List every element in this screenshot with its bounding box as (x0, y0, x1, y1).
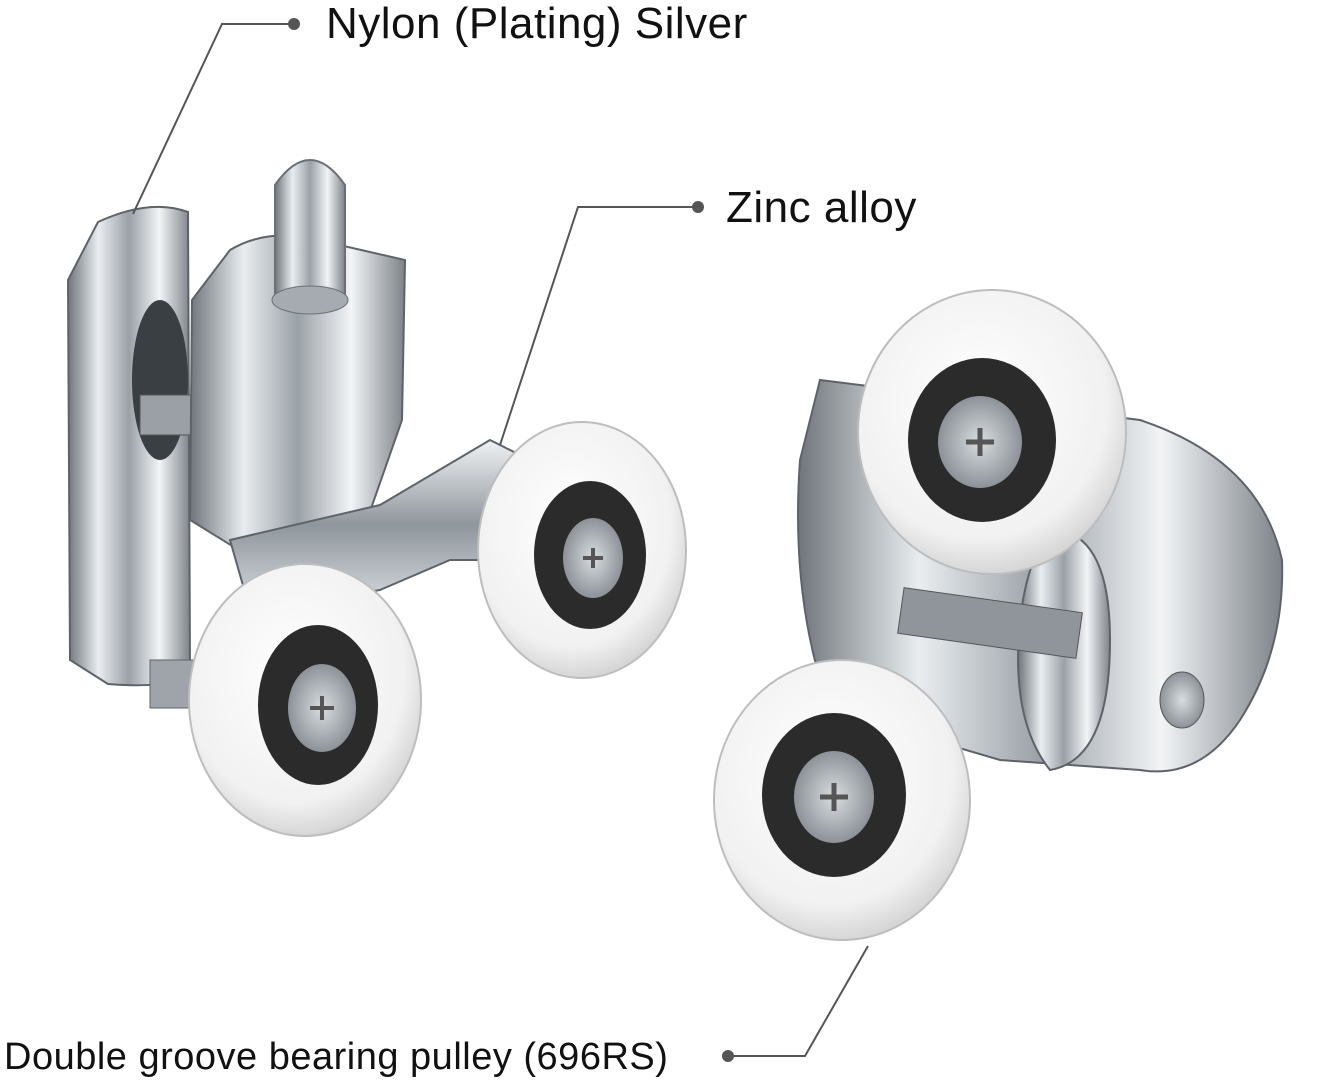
wheel-left-front (188, 563, 422, 837)
wheel-right-top (857, 289, 1127, 575)
wheel-right-bottom (713, 659, 971, 941)
callout-label-zinc: Zinc alloy (726, 183, 917, 232)
callout-label-nylon: Nylon (Plating) Silver (326, 0, 748, 48)
threaded-rod (897, 587, 1083, 659)
right-roller-assembly (713, 289, 1284, 941)
callout-label-pulley: Double groove bearing pulley (696RS) (4, 1036, 669, 1078)
plate-hole (132, 300, 188, 460)
left-roller-assembly (66, 159, 687, 837)
wheel-left-rear (477, 421, 687, 679)
